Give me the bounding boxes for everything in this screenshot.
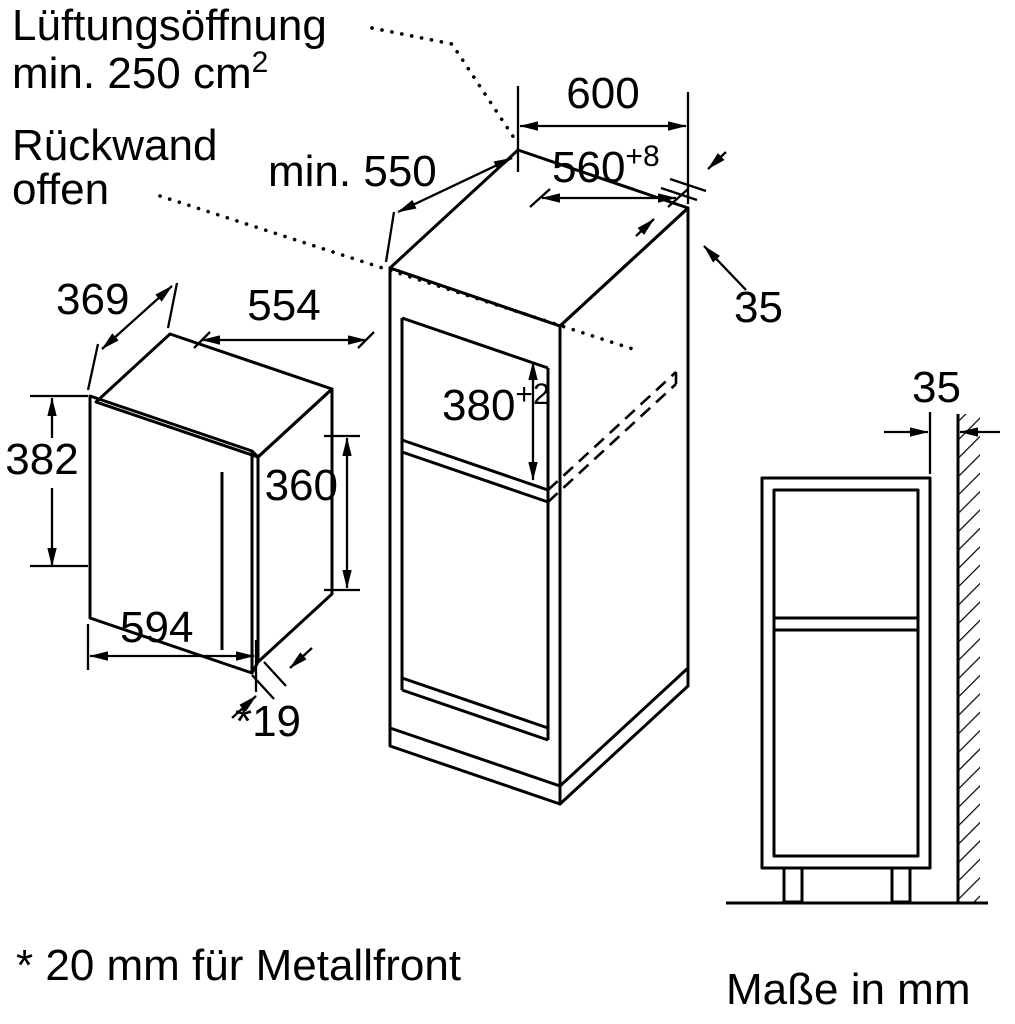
niche-top-edge <box>401 316 549 370</box>
cabinet-base-front-edge <box>389 726 561 788</box>
dim-appliance-top-width-label: 554 <box>247 281 320 330</box>
rear-label-line2: offen <box>12 165 109 214</box>
dim-appliance-top-depth-label: 369 <box>56 275 129 324</box>
cabinet-dimensions: min. 550 600 560+8 380+2 35 <box>268 69 783 481</box>
units-note: Maße in mm <box>726 965 970 1014</box>
dim-cabinet-rear-gap-label: 35 <box>734 283 783 332</box>
microwave-corner-line-top <box>250 449 260 459</box>
vent-label-line2: min. 250 cm2 <box>12 46 268 98</box>
annotation-rear-wall: Rückwand offen <box>12 121 638 352</box>
vent-label-line1: Lüftungsöffnung <box>12 1 327 50</box>
dim-wall-gap: 35 <box>884 363 1000 474</box>
side-view-drawing <box>726 414 988 905</box>
dim-cabinet-depth-label: min. 550 <box>268 147 437 196</box>
dim-niche-width: 560+8 <box>529 140 689 208</box>
cabinet-drawing <box>388 148 690 806</box>
dim-appliance-height: 382 <box>5 394 88 568</box>
dim-appliance-door-offset: *19 <box>231 647 313 746</box>
dim-appliance-front-height-label: 360 <box>265 461 338 510</box>
cabinet-floor-top-edge <box>401 676 549 730</box>
dim-niche-width-label: 560+8 <box>552 140 660 192</box>
cabinet-base-side-edge <box>558 666 690 788</box>
dim-appliance-height-label: 382 <box>5 435 78 484</box>
dim-cabinet-depth: min. 550 <box>268 147 513 263</box>
microwave-dimensions: 369 554 382 360 594 <box>5 275 375 746</box>
rear-label-line1: Rückwand <box>12 121 217 170</box>
dim-cabinet-rear-gap: 35 <box>635 151 783 332</box>
dim-appliance-door-offset-label: *19 <box>235 697 301 746</box>
dim-niche-height: 380+2 <box>442 361 550 481</box>
dim-appliance-top-width: 554 <box>193 281 375 349</box>
dim-niche-height-label: 380+2 <box>442 378 550 430</box>
hidden-shelf-edge-upper <box>547 371 677 491</box>
cabinet-side-face <box>558 206 690 806</box>
hidden-shelf-edge-lower <box>547 383 677 503</box>
dim-cabinet-width-label: 600 <box>566 69 639 118</box>
side-cabinet-outline <box>760 476 932 870</box>
microwave-side-face <box>256 387 334 664</box>
cabinet-floor-bottom-edge <box>401 688 549 742</box>
annotation-ventilation: Lüftungsöffnung min. 250 cm2 <box>12 1 520 146</box>
dim-appliance-top-depth: 369 <box>56 275 179 391</box>
vent-leader-dotted-line <box>370 26 520 146</box>
dim-appliance-front-width-label: 594 <box>120 603 193 652</box>
shelf-top-edge <box>401 438 549 492</box>
wall-hatching <box>958 414 980 903</box>
dim-wall-gap-label: 35 <box>912 363 961 412</box>
dim-cabinet-width: 600 <box>516 69 690 204</box>
dim-appliance-front-height: 360 <box>265 434 360 592</box>
footnote-metal-front: * 20 mm für Metallfront <box>16 941 461 990</box>
dim-appliance-front-width: 594 <box>86 603 258 692</box>
side-cabinet-inner-outline <box>772 488 920 858</box>
shelf-bottom-edge <box>401 450 549 504</box>
